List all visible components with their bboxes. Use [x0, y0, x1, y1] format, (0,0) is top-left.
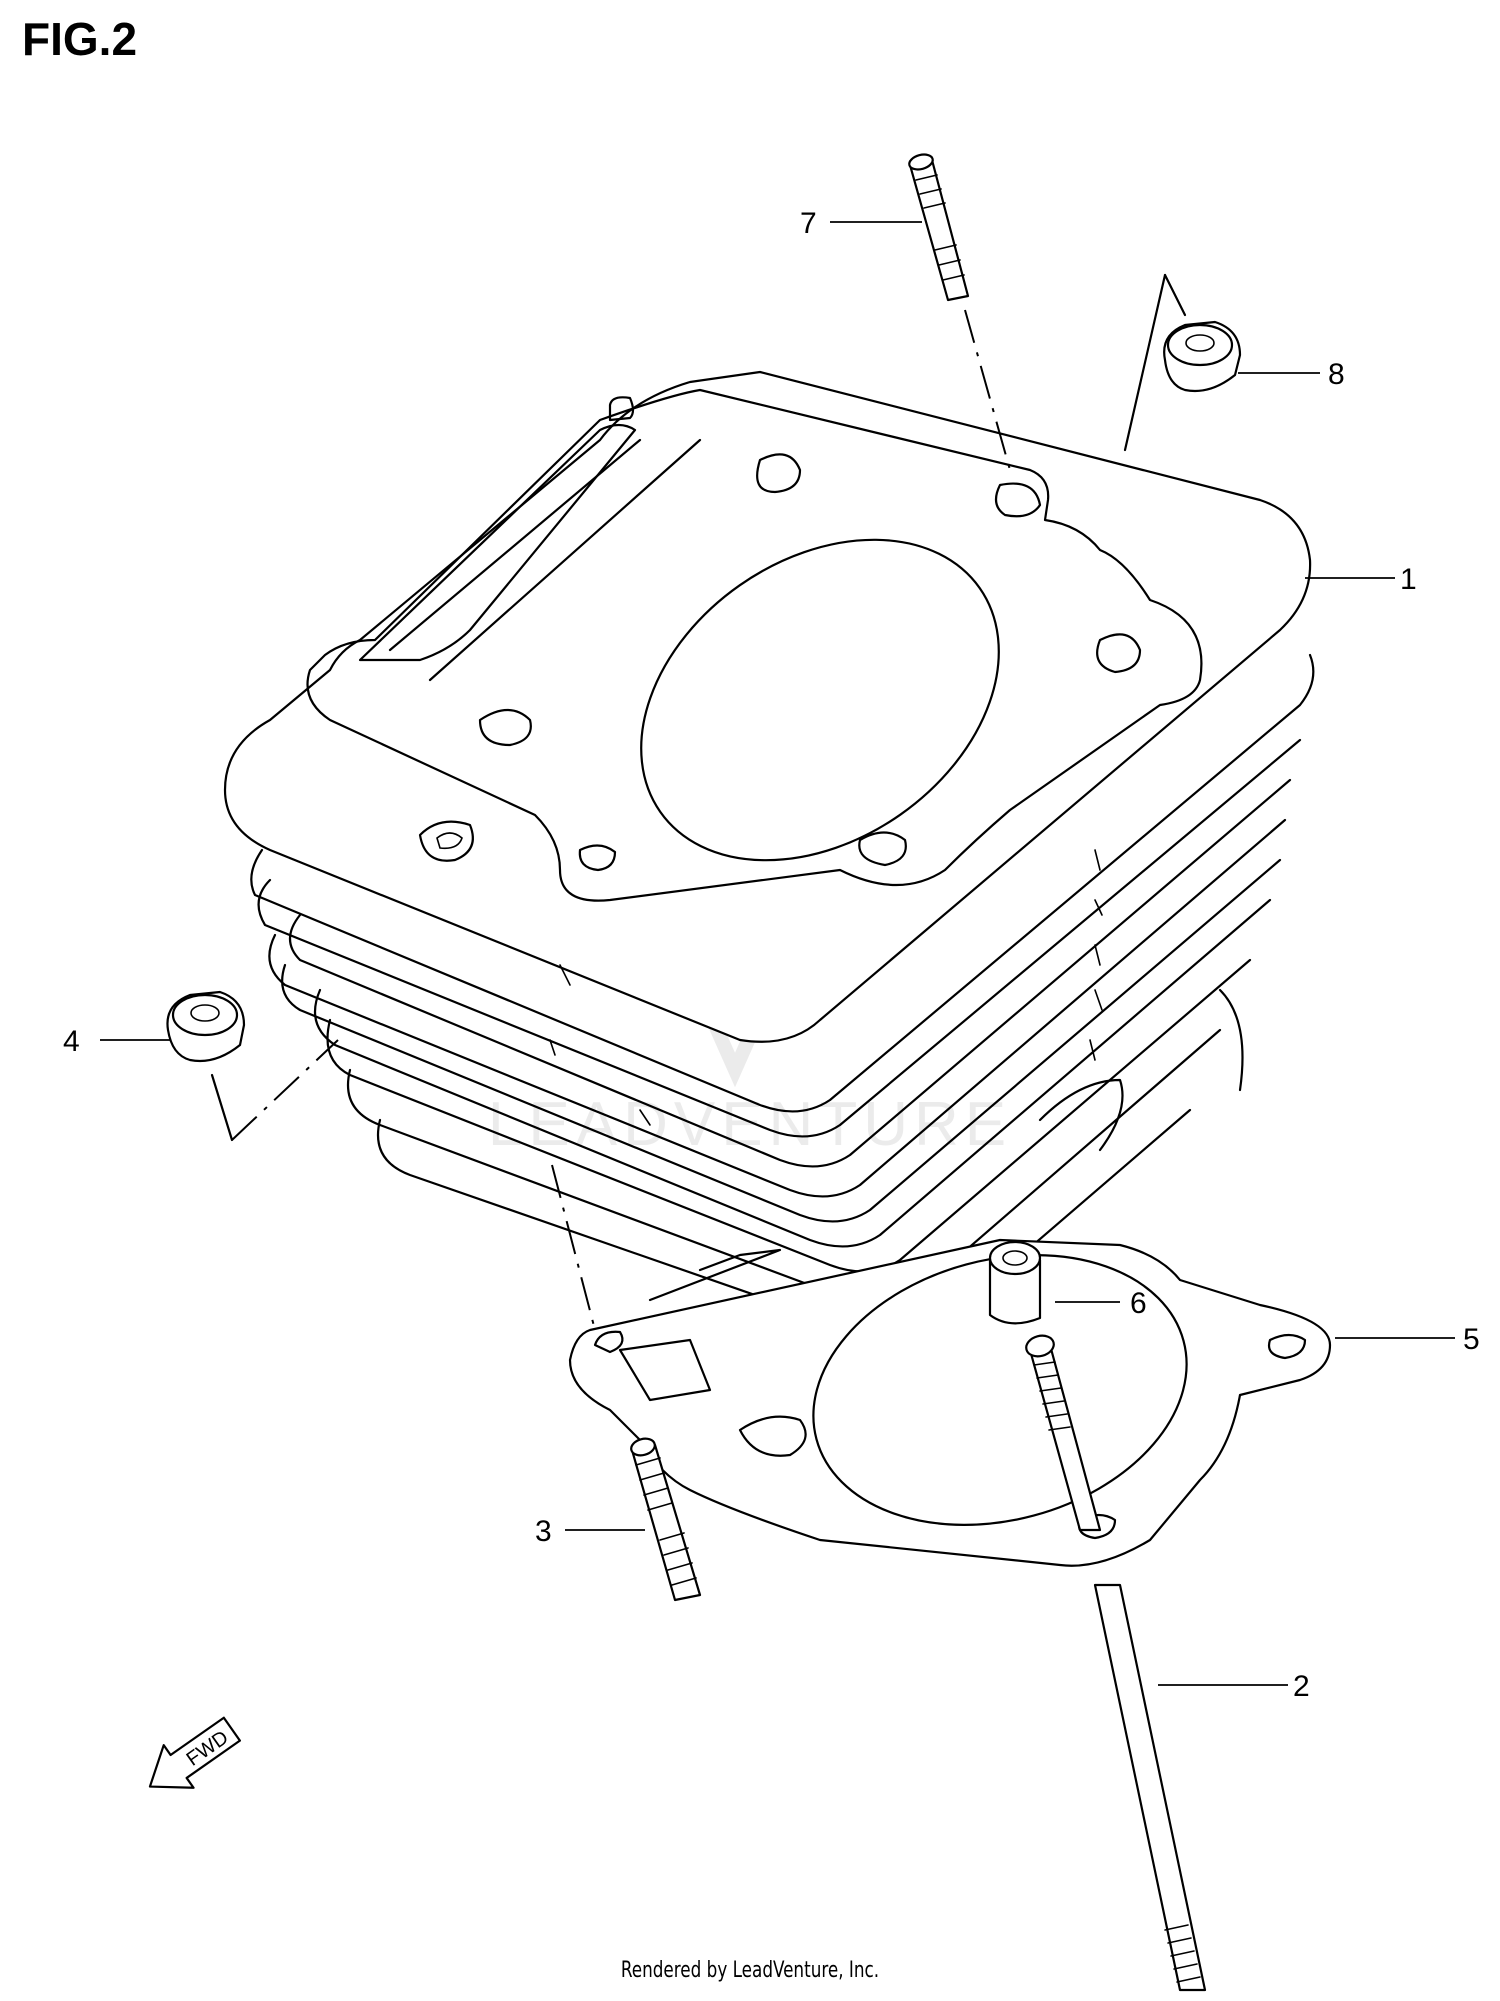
flange-nut-4-part: [166, 990, 246, 1063]
callout-4: 4: [63, 1025, 80, 1058]
footer-credit: Rendered by LeadVenture, Inc.: [620, 1958, 880, 1983]
figure-title: FIG.2: [22, 13, 138, 65]
top-stud-part: [908, 153, 970, 302]
long-stud-part: [1025, 1334, 1207, 1992]
callout-labels: 1 2 3 4 5 6 7 8: [63, 207, 1480, 1703]
callout-6: 6: [1130, 1287, 1147, 1320]
callout-1: 1: [1400, 563, 1417, 596]
forward-direction-arrow: FWD: [148, 1716, 241, 1789]
flange-nut-8-part: [1163, 320, 1242, 393]
callout-5: 5: [1463, 1323, 1480, 1356]
dowel-pin-part: [988, 1240, 1042, 1325]
callout-2: 2: [1293, 1670, 1310, 1703]
cylinder-part: [223, 370, 1315, 1340]
callout-8: 8: [1328, 358, 1345, 391]
short-stud-part: [630, 1437, 702, 1602]
base-gasket-part: [568, 1238, 1332, 1567]
callout-7: 7: [800, 207, 817, 240]
assembly-lines: [210, 273, 1187, 1331]
callout-3: 3: [535, 1515, 552, 1548]
leader-lines: [100, 221, 1455, 1686]
